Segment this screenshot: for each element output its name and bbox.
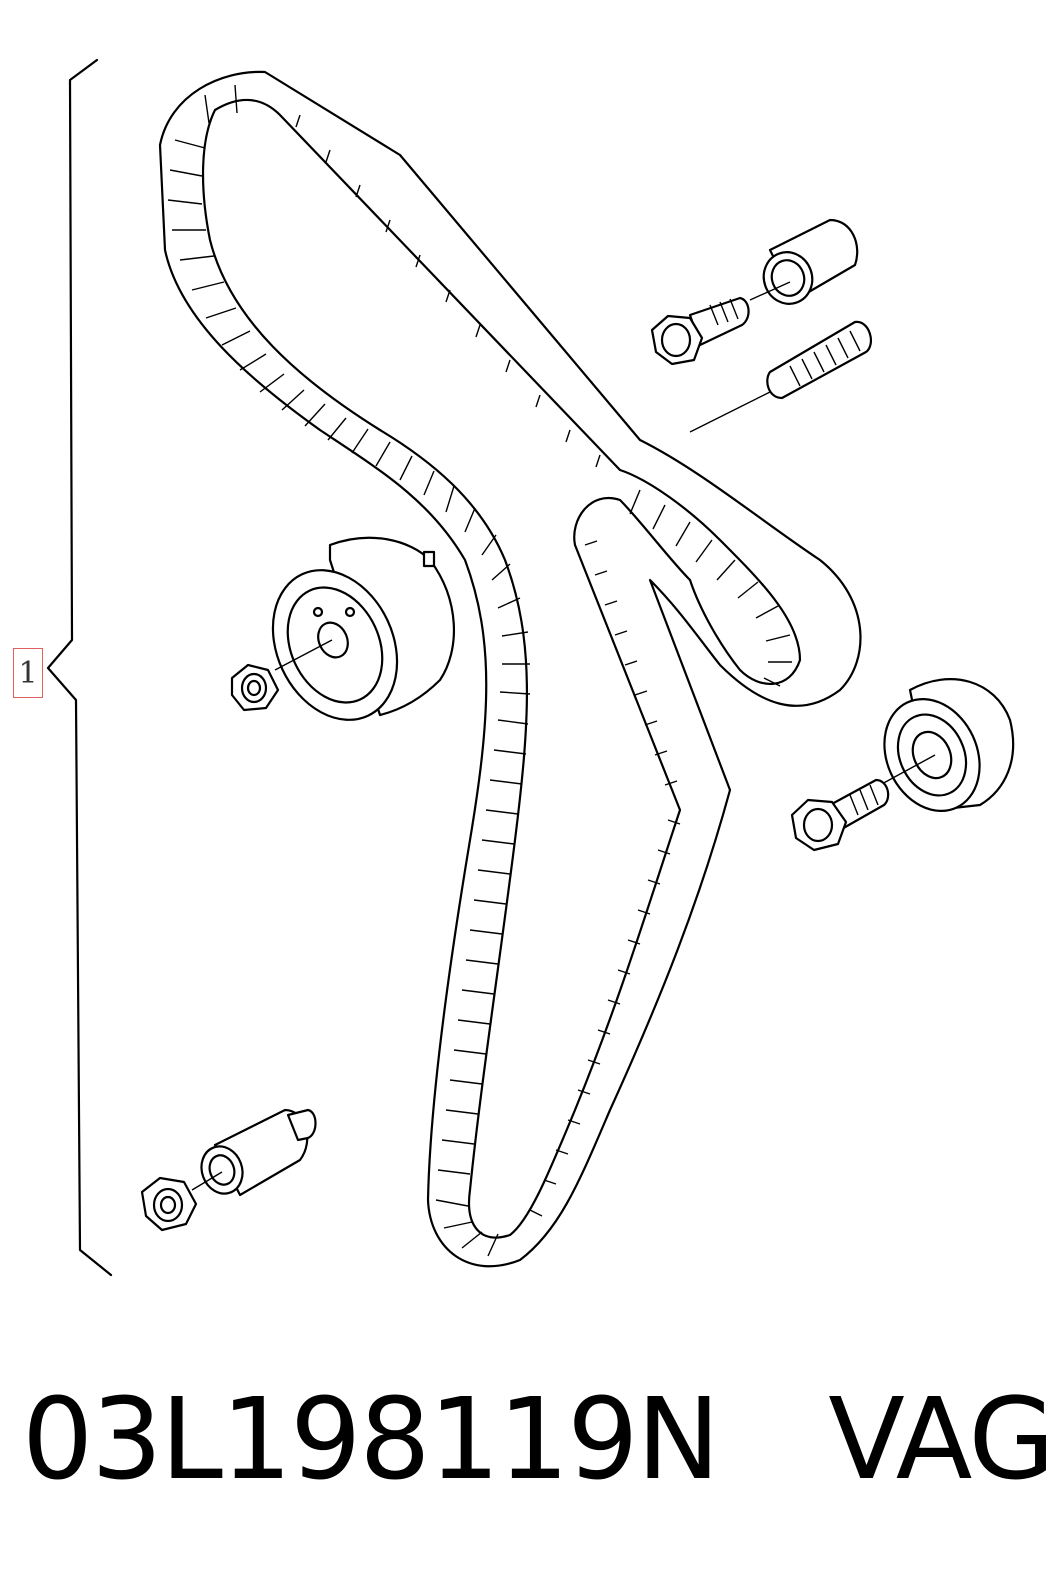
stud-bolt[interactable]	[689, 320, 872, 433]
idler-roller-bottom-nut[interactable]	[140, 1176, 198, 1232]
idler-pulley-top[interactable]	[749, 218, 859, 311]
idler-pulley-bolt[interactable]	[790, 778, 890, 852]
timing-belt[interactable]	[158, 70, 862, 1268]
footer: 03L198119N VAG	[22, 1375, 1055, 1505]
belt-teeth	[167, 84, 792, 1257]
group-bracket	[46, 58, 113, 1277]
timing-belt-kit-diagram	[46, 58, 1015, 1277]
part-number: 03L198119N	[22, 1375, 720, 1505]
brand-label: VAG	[828, 1375, 1055, 1505]
idler-roller-bottom[interactable]	[191, 1108, 317, 1199]
idler-pulley-top-bolt[interactable]	[650, 296, 750, 366]
tensioner-nut[interactable]	[230, 663, 280, 712]
tensioner-pulley[interactable]	[249, 536, 455, 740]
idler-pulley-right[interactable]	[867, 678, 1015, 826]
callout-label[interactable]: 1	[13, 648, 43, 698]
